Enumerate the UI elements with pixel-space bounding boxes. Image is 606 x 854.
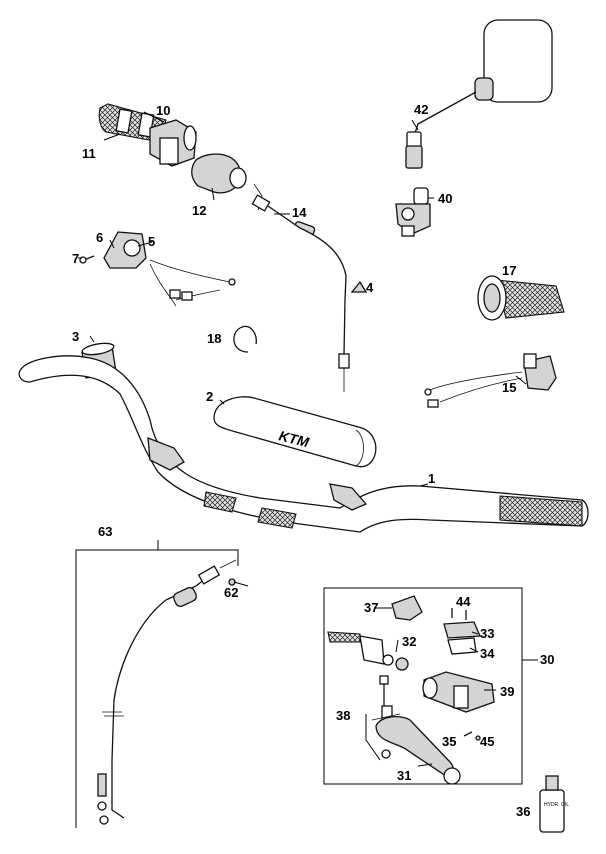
callout-31: 31 (397, 768, 411, 783)
light-switch (424, 353, 557, 408)
cable-cap (350, 280, 368, 293)
callout-10: 10 (156, 103, 170, 118)
callout-37: 37 (364, 600, 378, 615)
dust-cover (391, 595, 423, 621)
clamp-cover (443, 621, 481, 655)
mirror-clamp (395, 187, 431, 237)
callout-30: 30 (540, 652, 554, 667)
callout-63: 63 (98, 524, 112, 539)
callout-40: 40 (438, 191, 452, 206)
callout-labels: 1 2 3 4 5 6 7 10 11 12 14 15 17 18 30 31… (72, 102, 554, 819)
pad-logo: KTM (277, 427, 311, 450)
throttle-cover (191, 153, 247, 194)
throttle-housing (149, 119, 197, 167)
callout-34: 34 (480, 646, 495, 661)
handlebar-pad: KTM (213, 396, 377, 468)
callout-4: 4 (366, 280, 374, 295)
callout-7: 7 (72, 251, 79, 266)
callout-35: 35 (442, 734, 456, 749)
callout-17: 17 (502, 263, 516, 278)
clutch-lever (375, 715, 461, 785)
callout-12: 12 (192, 203, 206, 218)
leader-lines (78, 111, 527, 767)
left-grip (477, 275, 565, 321)
small-parts-35-45 (463, 731, 481, 741)
cable-assembly (75, 540, 239, 828)
callout-3: 3 (72, 329, 79, 344)
clutch-assembly-box (323, 587, 538, 785)
handlebar (18, 355, 589, 533)
callout-11: 11 (82, 146, 96, 161)
callout-5: 5 (148, 234, 155, 249)
callout-6: 6 (96, 230, 103, 245)
callout-18: 18 (207, 331, 221, 346)
callout-36: 36 (516, 804, 530, 819)
callout-33: 33 (480, 626, 494, 641)
master-cylinder (327, 631, 495, 713)
mirror (405, 19, 553, 169)
lever-pivot (365, 675, 401, 761)
callout-45: 45 (480, 734, 494, 749)
callout-1: 1 (428, 471, 435, 486)
bottle-label: HYDR. OIL (544, 802, 569, 808)
bolts-44 (451, 608, 467, 620)
callout-15: 15 (502, 380, 516, 395)
callout-32: 32 (402, 634, 416, 649)
screw-small (79, 255, 95, 264)
callout-44: 44 (456, 594, 471, 609)
callout-62: 62 (224, 585, 238, 600)
callout-42: 42 (414, 102, 428, 117)
kill-switch (103, 231, 236, 307)
callout-38: 38 (336, 708, 350, 723)
throttle-cable (251, 183, 350, 392)
oil-bottle: HYDR. OIL (539, 775, 569, 833)
callout-14: 14 (292, 205, 307, 220)
callout-2: 2 (206, 389, 213, 404)
callout-39: 39 (500, 684, 514, 699)
retaining-clip (233, 325, 257, 353)
